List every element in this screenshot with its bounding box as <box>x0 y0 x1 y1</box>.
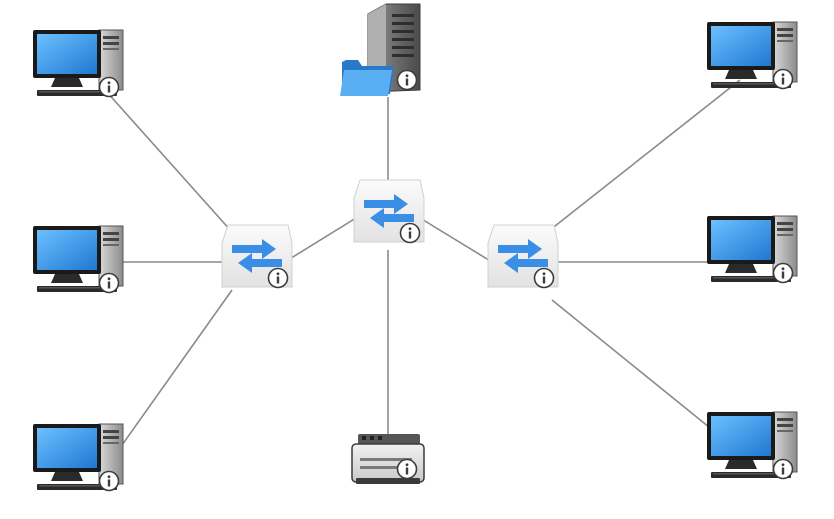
links <box>104 79 741 463</box>
pc-right-middle-icon[interactable] <box>707 216 797 283</box>
link-right-top <box>549 79 741 231</box>
switch-center-icon[interactable] <box>354 180 424 243</box>
link-center-switch-right <box>419 217 493 263</box>
pc-right-top-icon[interactable] <box>707 22 797 89</box>
switch-left-icon[interactable] <box>222 225 292 288</box>
pc-left-top-icon[interactable] <box>33 30 123 97</box>
pc-left-bottom-icon[interactable] <box>33 424 123 491</box>
file-server-icon[interactable] <box>340 3 421 96</box>
link-left-top <box>104 89 233 233</box>
link-left-bottom <box>109 289 233 463</box>
link-right-bottom <box>551 299 726 441</box>
link-left-switch-center <box>287 217 357 261</box>
pc-right-bottom-icon[interactable] <box>707 412 797 479</box>
pc-left-middle-icon[interactable] <box>33 226 123 293</box>
printer-icon[interactable] <box>351 434 425 484</box>
switch-right-icon[interactable] <box>488 225 558 288</box>
